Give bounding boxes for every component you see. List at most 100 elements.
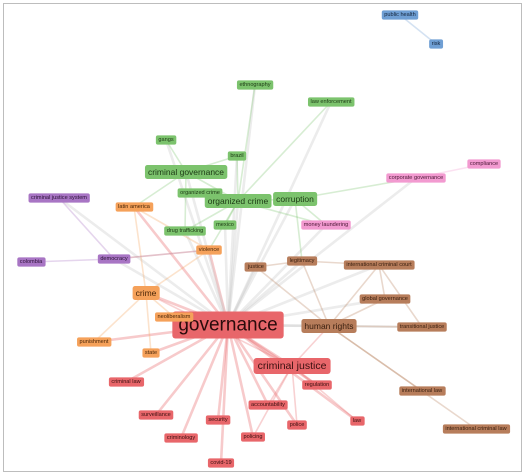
- node-label: transitional justice: [400, 324, 444, 330]
- node-punishment[interactable]: punishment: [77, 337, 112, 347]
- node-law[interactable]: law: [350, 416, 365, 426]
- node-box: [397, 322, 447, 332]
- node-layer: governance criminal justice regulation acco…: [17, 10, 511, 468]
- node-label: punishment: [80, 339, 109, 345]
- node-box: [442, 424, 511, 434]
- edge-criminal_justice-law: [291, 365, 358, 422]
- edge-crime-state: [145, 292, 152, 354]
- node-regulation[interactable]: regulation: [302, 380, 332, 390]
- node-label: surveillance: [141, 412, 171, 418]
- node-box: [429, 39, 444, 49]
- node-criminal-justice[interactable]: criminal justice: [253, 358, 331, 374]
- edge-governance-surveillance: [154, 323, 230, 417]
- edge-violence-crime: [145, 249, 210, 294]
- node-box: [155, 135, 177, 145]
- node-mexico[interactable]: mexico: [213, 220, 237, 230]
- node-label: gangs: [158, 137, 173, 143]
- node-box: [28, 193, 90, 203]
- node-drug-trafficking[interactable]: drug trafficking: [164, 226, 206, 236]
- node-transitional-justice[interactable]: transitional justice: [397, 322, 447, 332]
- edge-governance-corruption: [226, 197, 297, 327]
- edge-criminal_justice-police: [291, 365, 298, 426]
- edge-human_rights-international_law: [328, 325, 423, 392]
- edge-criminal_governance-drug_trafficking: [184, 171, 187, 232]
- node-human-rights[interactable]: human rights: [301, 319, 357, 333]
- node-label: human rights: [304, 321, 353, 331]
- edge-democracy-criminal_justice_system: [58, 197, 115, 260]
- node-gangs[interactable]: gangs: [155, 135, 177, 145]
- node-box: [467, 159, 501, 169]
- node-surveillance[interactable]: surveillance: [138, 410, 174, 420]
- node-corporate-governance[interactable]: corporate governance: [386, 173, 446, 183]
- node-covid19[interactable]: covid-19: [207, 458, 235, 468]
- node-box: [307, 97, 355, 107]
- node-accountability[interactable]: accountability: [248, 400, 288, 410]
- node-compliance[interactable]: compliance: [467, 159, 501, 169]
- node-policing[interactable]: policing: [241, 432, 265, 442]
- node-label: democracy: [100, 256, 128, 262]
- node-law-enforcement[interactable]: law enforcement: [307, 97, 355, 107]
- node-box: [132, 286, 160, 300]
- edge-latin_america-crime: [133, 206, 147, 294]
- node-public-health[interactable]: public health: [381, 10, 419, 20]
- node-box: [204, 194, 272, 208]
- node-box: [196, 245, 222, 255]
- node-label: justice: [247, 264, 264, 270]
- node-legitimacy[interactable]: legitimacy: [287, 256, 318, 266]
- node-money-laundering[interactable]: money laundering: [301, 220, 351, 230]
- edge-governance-corporate_governance: [226, 176, 418, 327]
- node-label: corporate governance: [389, 175, 443, 181]
- edge-human_rights-international_criminal_court: [328, 264, 380, 327]
- node-international-criminal-law[interactable]: international criminal law: [442, 424, 511, 434]
- node-risk[interactable]: risk: [429, 39, 444, 49]
- node-box: [108, 377, 145, 387]
- edge-governance-security: [216, 323, 230, 422]
- node-colombia[interactable]: colombia: [17, 257, 46, 267]
- node-label: law: [353, 418, 362, 424]
- edge-governance-covid19: [219, 323, 230, 465]
- node-label: international law: [402, 388, 443, 394]
- node-label: international criminal law: [445, 426, 507, 432]
- node-crime[interactable]: crime: [132, 286, 160, 300]
- node-criminal-law[interactable]: criminal law: [108, 377, 145, 387]
- edge-crime-punishment: [93, 292, 147, 343]
- node-label: brazil: [230, 153, 243, 159]
- node-label: criminal governance: [148, 167, 224, 177]
- node-international-law[interactable]: international law: [399, 386, 446, 396]
- edge-organized_crime-law_enforcement: [237, 101, 332, 202]
- node-organized-crime[interactable]: organized crime: [204, 194, 272, 208]
- node-label: global governance: [362, 296, 408, 302]
- node-box: [253, 358, 331, 374]
- node-justice[interactable]: justice: [244, 262, 267, 272]
- node-criminal-governance[interactable]: criminal governance: [144, 165, 228, 179]
- node-corruption[interactable]: corruption: [273, 192, 318, 206]
- node-state[interactable]: state: [142, 348, 160, 358]
- node-brazil[interactable]: brazil: [227, 151, 247, 161]
- node-governance[interactable]: governance: [172, 311, 284, 339]
- node-box: [287, 420, 307, 430]
- node-ethnography[interactable]: ethnography: [236, 80, 274, 90]
- node-international-criminal-court[interactable]: international criminal court: [343, 260, 415, 270]
- node-democracy[interactable]: democracy: [97, 254, 131, 264]
- node-latin-america[interactable]: latin america: [115, 202, 154, 212]
- node-violence[interactable]: violence: [196, 245, 222, 255]
- edge-governance-brazil: [226, 154, 239, 327]
- node-box: [350, 416, 365, 426]
- node-neoliberalism[interactable]: neoliberalism: [155, 312, 194, 322]
- node-label: security: [208, 417, 227, 423]
- node-label: legitimacy: [290, 258, 315, 264]
- node-box: [227, 151, 247, 161]
- node-box: [207, 458, 235, 468]
- node-label: criminology: [167, 435, 195, 441]
- node-police[interactable]: police: [287, 420, 307, 430]
- node-criminal-justice-system[interactable]: criminal justice system: [28, 193, 90, 203]
- node-box: [273, 192, 318, 206]
- node-criminology[interactable]: criminology: [164, 433, 198, 443]
- node-label: violence: [199, 247, 220, 253]
- node-box: [287, 256, 318, 266]
- node-label: state: [145, 350, 157, 356]
- node-security[interactable]: security: [205, 415, 231, 425]
- node-label: criminal law: [111, 379, 141, 385]
- node-global-governance[interactable]: global governance: [359, 294, 411, 304]
- node-label: mexico: [216, 222, 234, 228]
